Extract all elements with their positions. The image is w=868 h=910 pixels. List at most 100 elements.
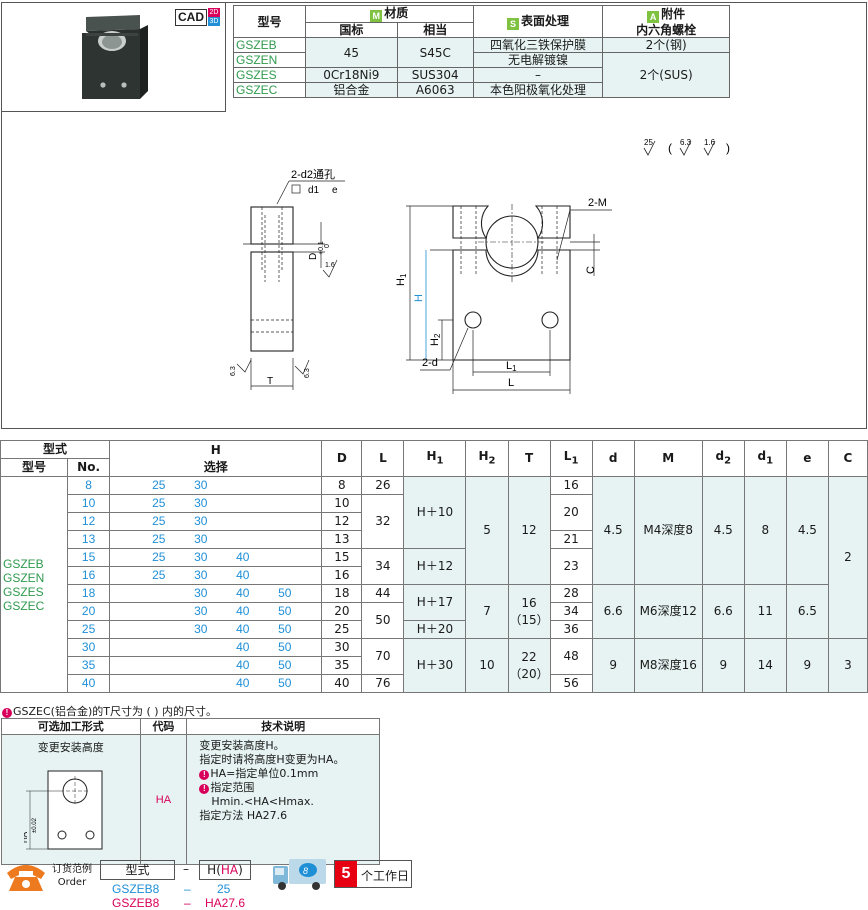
h-d: d (591, 440, 635, 477)
C-cell: 2 (827, 476, 868, 639)
d1-cell: 11 (743, 584, 787, 639)
delivery-days-label: 个工作日 (361, 869, 410, 883)
opt-form-cell: 变更安装高度 HA ±0.02 (1, 734, 141, 865)
M-cell: M4深度8 (633, 476, 703, 585)
T-cell: 22（20） (507, 638, 551, 693)
standard-cell: 45 (304, 37, 398, 68)
roughness-symbol (679, 140, 692, 156)
D-cell: 10 (321, 494, 363, 513)
no-cell: 16 (67, 566, 111, 585)
T-cell: 16（15） (507, 584, 551, 639)
H1-cell: H＋20 (403, 620, 467, 639)
h-M: M (633, 440, 703, 477)
delivery-days-number: 5 (335, 861, 357, 887)
option-table: 可选加工形式 代码 技术说明 变更安装高度 HA ±0.02 HA 变更安装高度… (1, 718, 380, 865)
side-lower-block (250, 251, 294, 352)
L-cell: 44 (361, 584, 405, 603)
cbore-label: d1 (308, 185, 320, 196)
L1-cell: 23 (549, 548, 593, 585)
h-L: L (361, 440, 405, 477)
svg-text:+0.1: +0.1 (318, 241, 325, 255)
side-upper-block (250, 206, 294, 245)
no-cell: 12 (67, 512, 111, 531)
opt-form-name: 变更安装高度 (37, 741, 104, 754)
delivery-days-badge: 5 个工作日 (334, 860, 412, 888)
roughness-16-label: 1.6 (325, 262, 335, 269)
svg-text:0: 0 (324, 244, 331, 248)
standard-cell: 0Cr18Ni9 (304, 67, 398, 83)
e-cell: 9 (785, 638, 829, 693)
drawing-frame (1, 2, 867, 429)
d2-cell: 6.6 (701, 584, 745, 639)
phone-icon[interactable] (3, 859, 49, 893)
h-H1: H1 (403, 440, 467, 477)
roughness-a-label: 6.3 (680, 138, 692, 147)
L1-cell: 36 (549, 620, 593, 639)
2M-label: 2-M (588, 197, 607, 209)
svg-text:6.3: 6.3 (304, 368, 311, 378)
no-cell: 35 (67, 656, 111, 675)
d2-cell: 9 (701, 638, 745, 693)
L-cell: 32 (361, 494, 405, 549)
d-cell: 4.5 (591, 476, 635, 585)
option-diagram: HA ±0.02 (24, 770, 103, 850)
equivalent-cell: A6063 (396, 82, 474, 98)
h-L1: L1 (549, 440, 593, 477)
L1-label: L1 (506, 360, 517, 373)
L1-cell: 28 (549, 584, 593, 603)
accessory-cell: 2个(SUS) (602, 52, 730, 98)
C-label: C (585, 266, 597, 274)
cad-badge[interactable]: CAD (175, 9, 207, 26)
D-cell: 15 (321, 548, 363, 567)
example-2-dash: – (184, 896, 191, 910)
warning-icon: ! (199, 784, 210, 794)
H1-cell: H＋12 (403, 548, 467, 585)
order-dash: – (183, 862, 189, 876)
svg-text:(: ( (668, 141, 672, 155)
opt-h-form: 可选加工形式 (1, 718, 141, 735)
badge-2d[interactable]: 2D (208, 8, 220, 17)
D-label: D (308, 253, 319, 260)
d1-cell: 8 (743, 476, 787, 585)
H1-cell: H＋10 (403, 476, 467, 549)
H1-label: H1 (395, 273, 408, 286)
warning-icon: ! (2, 708, 12, 718)
D-cell: 40 (321, 674, 363, 693)
h-H2: H2 (465, 440, 509, 477)
L-cell: 50 (361, 602, 405, 639)
surface-cell: 本色阳极氧化处理 (472, 82, 604, 98)
badge-3d[interactable]: 3D (208, 17, 220, 26)
L-label: L (508, 377, 514, 389)
d-cell: 9 (591, 638, 635, 693)
no-cell: 20 (67, 602, 111, 621)
roughness-b-label: 1.6 (704, 138, 716, 147)
h-d1: d1 (743, 440, 787, 477)
warning-icon: ! (199, 770, 210, 780)
hole-label: 2-d2通孔 (291, 168, 335, 181)
h-d2: d2 (701, 440, 745, 477)
h-model: 型号 (0, 458, 69, 477)
d1-cell: 14 (743, 638, 787, 693)
e-cell: 6.5 (785, 584, 829, 639)
model-cell: GSZEN (233, 52, 306, 68)
svg-text:±0.02: ±0.02 (32, 817, 38, 833)
product-photo (82, 15, 148, 99)
example-1-model: GSZEB8 (112, 882, 160, 896)
opt-code-cell: HA (139, 734, 188, 865)
roughness-legend: 25 ( 6.3 1.6 ) (643, 138, 730, 156)
roughness-main-label: 25 (644, 138, 653, 147)
d-cell: 6.6 (591, 584, 635, 639)
h-no: No. (67, 458, 111, 477)
no-cell: 8 (67, 476, 111, 495)
